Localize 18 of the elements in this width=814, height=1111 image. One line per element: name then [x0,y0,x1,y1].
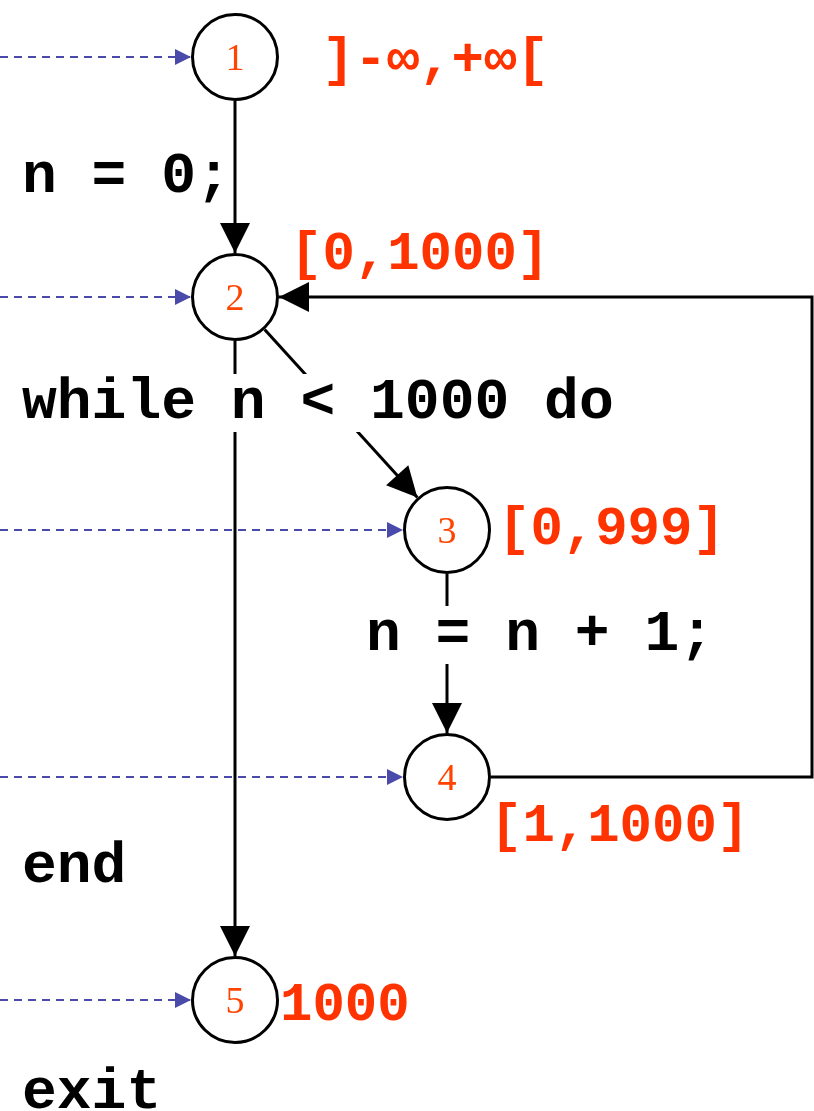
node-number: 3 [436,511,458,549]
node-number: 1 [224,38,246,76]
interval-label: [0,999] [498,503,725,557]
dashed-arrow [0,49,192,65]
node-number: 5 [224,981,246,1019]
node-number: 4 [436,758,458,796]
dashed-arrow [0,522,404,538]
node-number: 2 [224,278,246,316]
dashed-arrow [0,992,192,1008]
arrow [220,341,250,956]
interval-label: [1,1000] [490,800,750,854]
interval-label: ]-∞,+∞[ [322,34,549,88]
arrow [220,101,250,253]
interval-label: [0,1000] [290,228,550,282]
dashed-arrow [0,769,404,785]
arrow [279,282,814,779]
interval-label: 1000 [280,979,410,1033]
dashed-arrow [0,289,192,305]
